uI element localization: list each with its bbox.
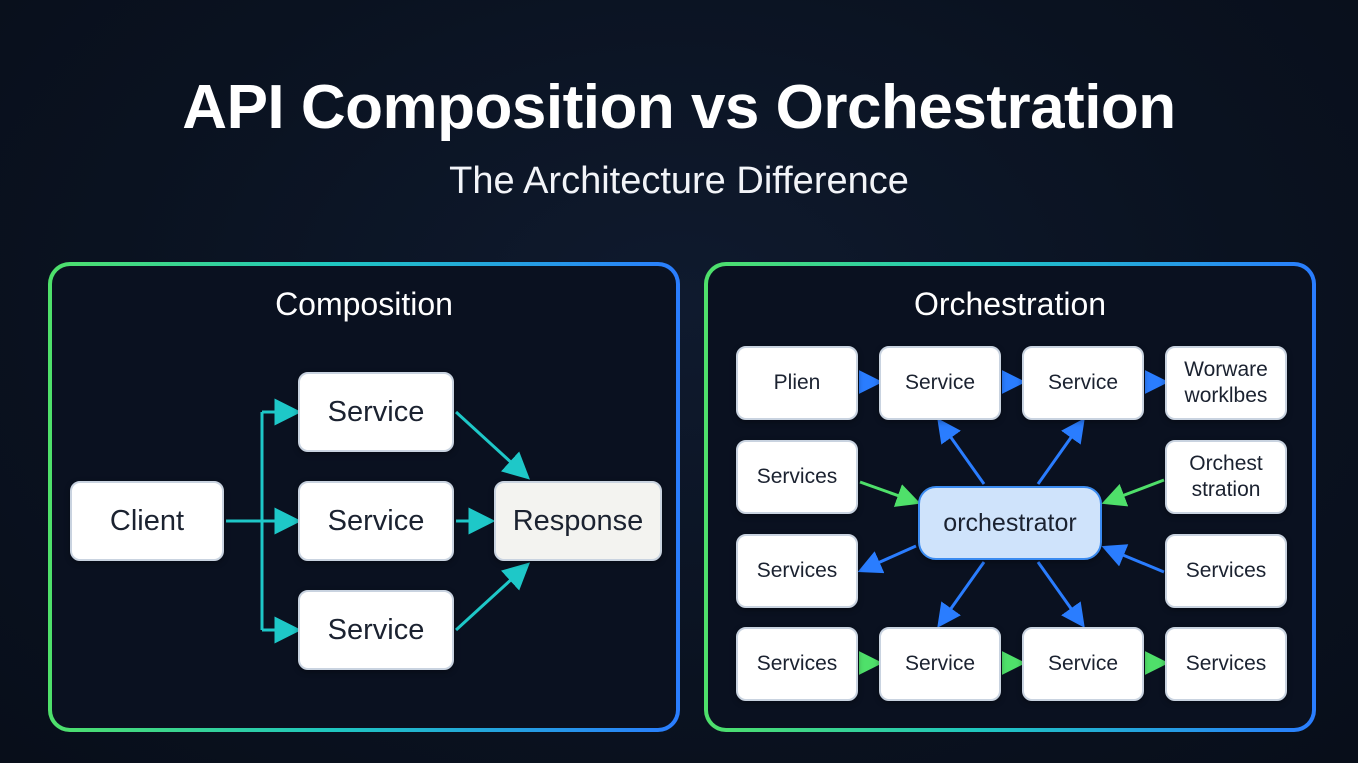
service-node-2: Service xyxy=(298,481,454,561)
arrow-left-in xyxy=(859,480,921,507)
orch-bottom-node-2: Service xyxy=(879,627,1001,701)
arrow-right-in-top xyxy=(1101,478,1165,507)
composition-panel: Composition Client Service Service Servi… xyxy=(48,262,680,732)
service-node-3: Service xyxy=(298,590,454,670)
orch-left-node-1: Services xyxy=(736,440,858,514)
arrow-orch-up-left xyxy=(937,418,986,485)
arrow-service-3-response xyxy=(454,562,530,632)
service-node-1: Service xyxy=(298,372,454,452)
arrow-left-out xyxy=(857,544,917,574)
orchestration-panel: Orchestration xyxy=(704,262,1316,732)
orch-bottom-node-4: Services xyxy=(1165,627,1287,701)
response-node: Response xyxy=(494,481,662,561)
page-subtitle: The Architecture Difference xyxy=(449,160,909,202)
arrow-right-in-bottom xyxy=(1101,544,1165,574)
arrow-orch-down-left xyxy=(937,561,986,628)
arrow-service-1-response xyxy=(454,410,530,480)
orch-right-node-1: Orchest stration xyxy=(1165,440,1287,514)
orch-top-node-3: Service xyxy=(1022,346,1144,420)
orch-bottom-node-3: Service xyxy=(1022,627,1144,701)
composition-title: Composition xyxy=(275,286,453,322)
orchestration-arrows xyxy=(857,370,1169,675)
orch-bottom-node-1: Services xyxy=(736,627,858,701)
client-node: Client xyxy=(70,481,224,561)
orch-top-node-2: Service xyxy=(879,346,1001,420)
orch-right-node-2: Services xyxy=(1165,534,1287,608)
orch-left-node-2: Services xyxy=(736,534,858,608)
page-title: API Composition vs Orchestration xyxy=(182,73,1176,142)
orchestration-title: Orchestration xyxy=(913,286,1107,322)
arrow-orch-up-right xyxy=(1036,418,1085,485)
arrow-orch-down-right xyxy=(1036,561,1085,628)
orch-top-node-1: Plien xyxy=(736,346,858,420)
orch-top-node-4: Worware worklbes xyxy=(1165,346,1287,420)
composition-arrows xyxy=(226,398,530,644)
orchestrator-node: orchestrator xyxy=(918,486,1102,560)
